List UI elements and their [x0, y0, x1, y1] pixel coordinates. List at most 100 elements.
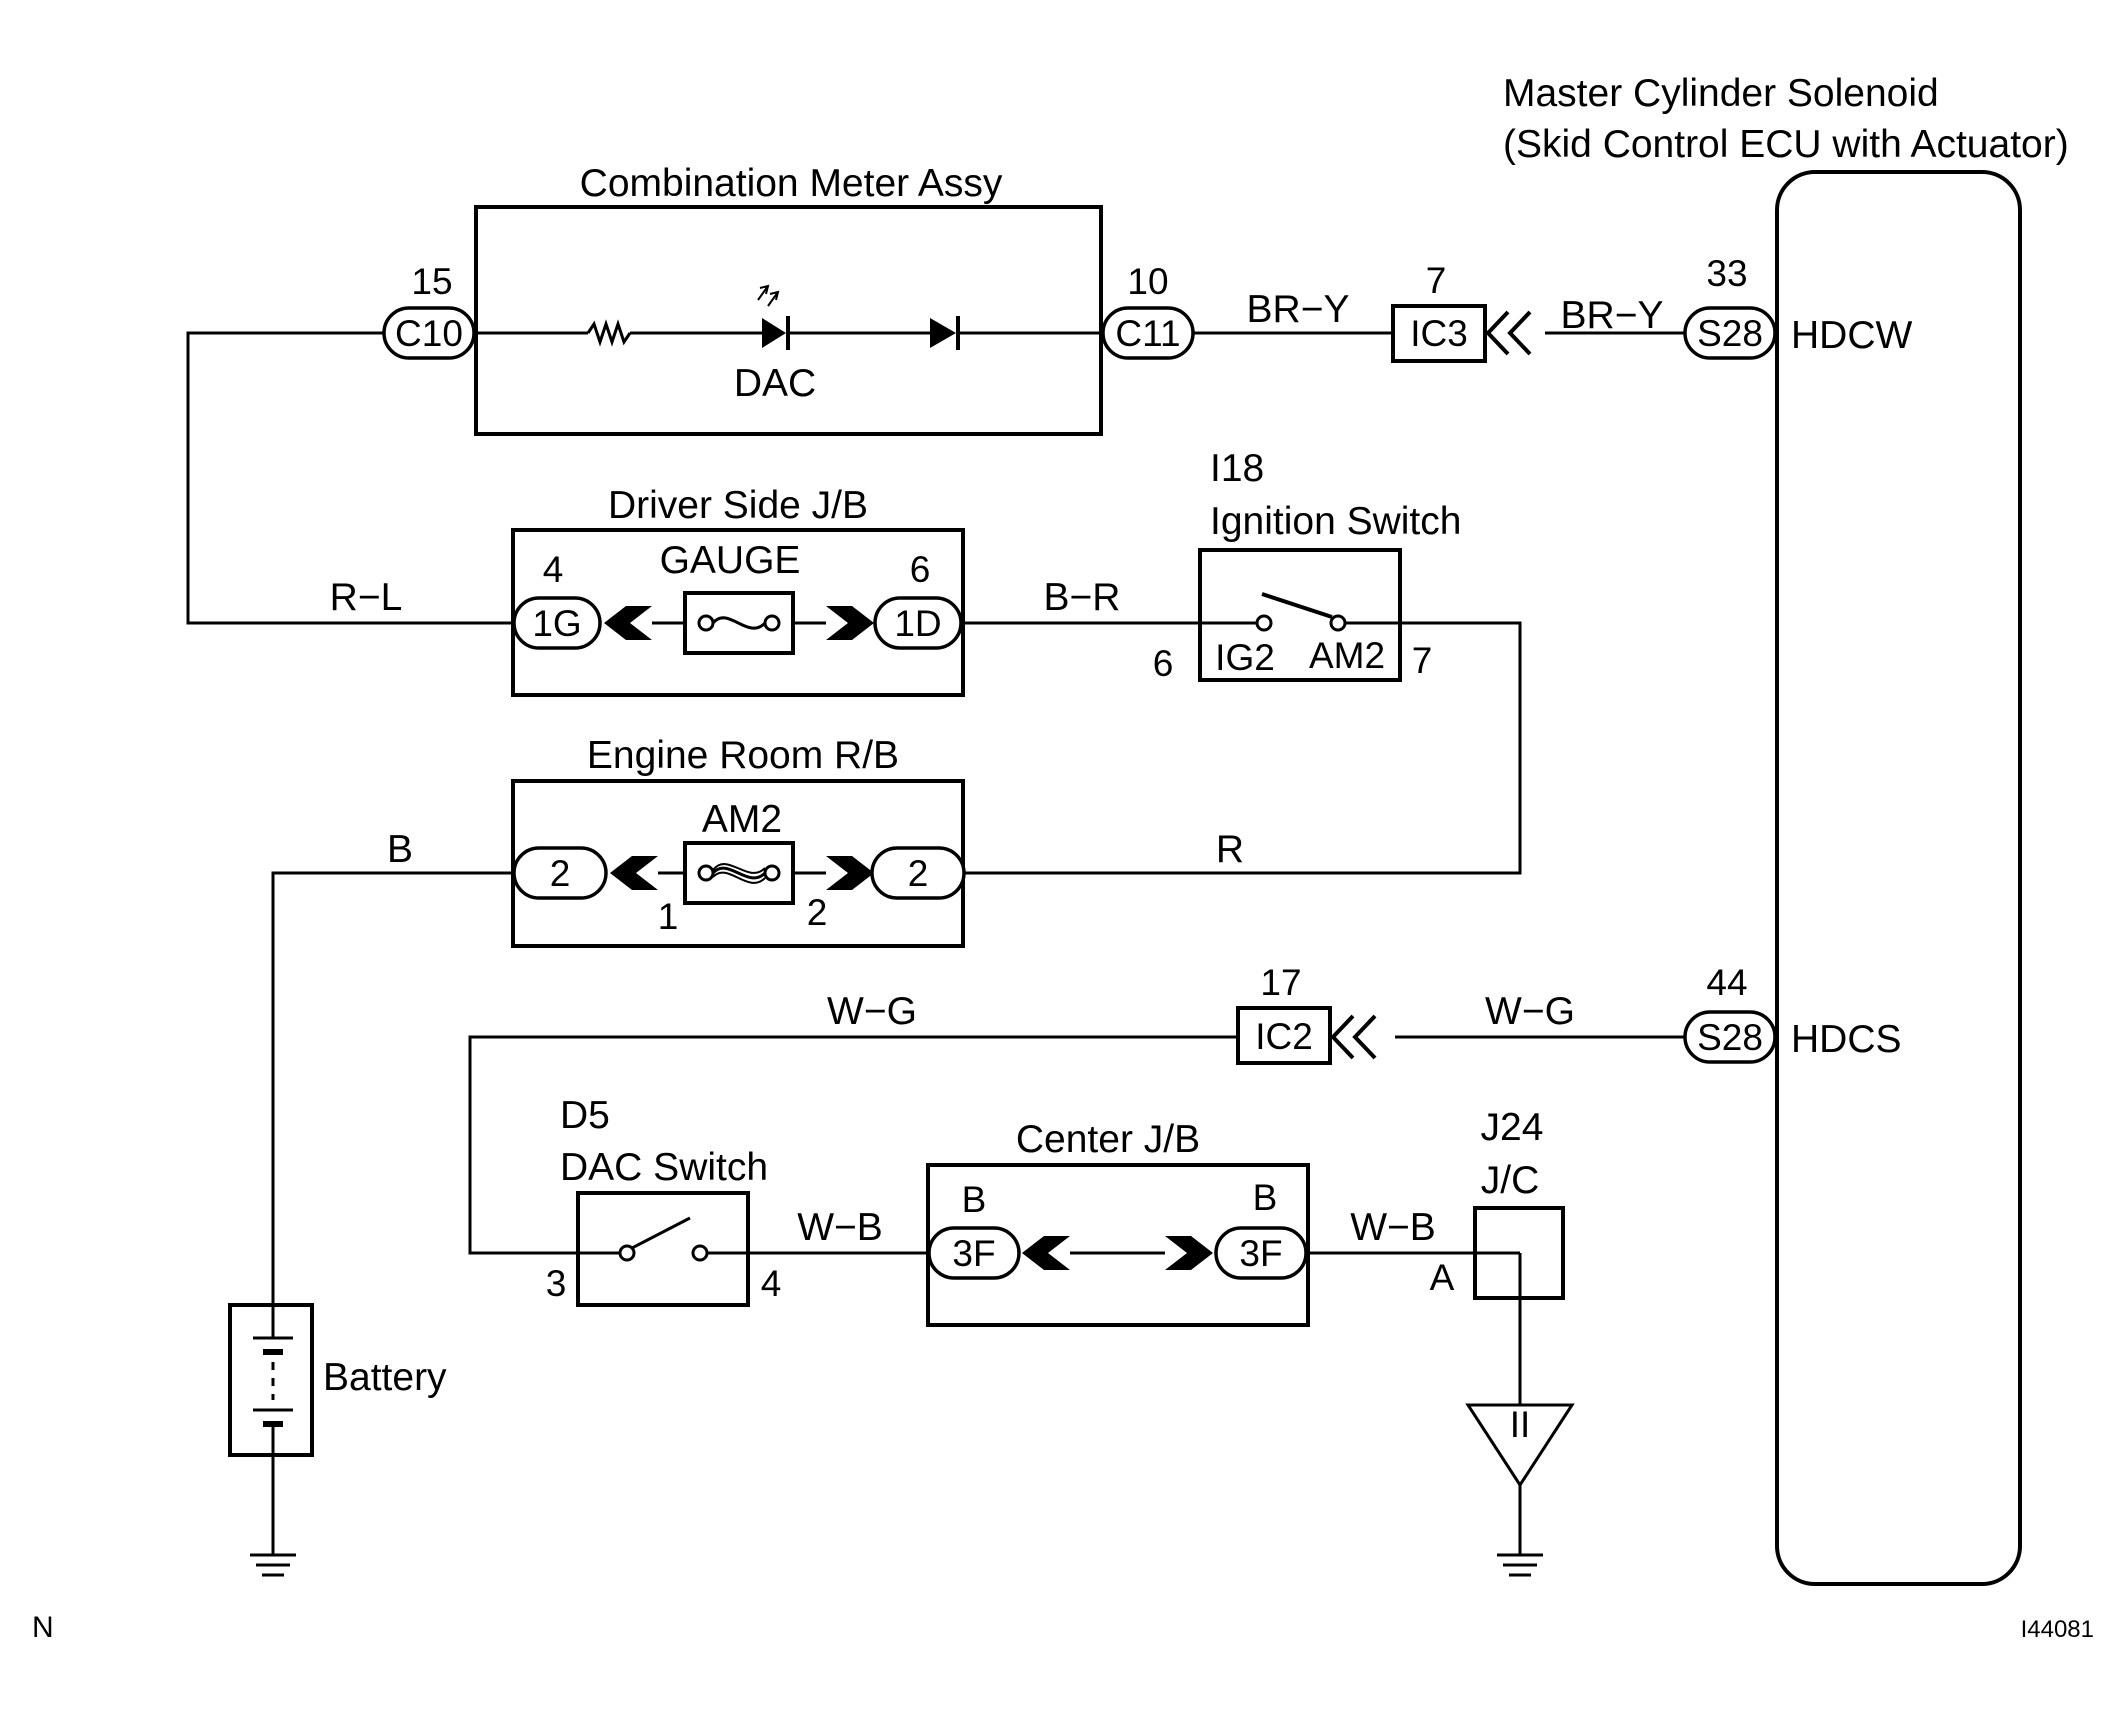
wire-w-g-switch: [468, 1035, 1240, 1255]
wire-r-l: [186, 331, 515, 625]
terminal-icon: [826, 606, 874, 640]
jc-title: J/C: [1481, 1159, 1540, 1202]
am2-fuse-label: AM2: [702, 798, 782, 841]
driver-side-jb: Driver Side J/B GAUGE 1G 4 1D 6: [511, 484, 965, 697]
footer-right: I44081: [2021, 1616, 2094, 1643]
ignition-code: I18: [1210, 447, 1264, 490]
switch-contact: [691, 1244, 709, 1262]
ground-icon: [1497, 1553, 1543, 1577]
wire-label-r-l: R−L: [330, 576, 403, 619]
fuse-link: [712, 871, 766, 884]
driver-jb-box: [511, 528, 965, 697]
ecu-pin-hdcs: HDCS: [1791, 1018, 1902, 1061]
ground-point-label: II: [1510, 1404, 1531, 1445]
terminal-icon: [604, 606, 652, 640]
dac-switch: D5 DAC Switch 3 4: [546, 1094, 782, 1307]
pin-c10: 15: [411, 261, 452, 302]
fuse-link: [711, 616, 767, 630]
engine-room-rb: Engine Room R/B AM2 2 2 1 2: [511, 734, 966, 948]
pin-s28-bottom: 44: [1706, 962, 1747, 1003]
connector-ic2-group: IC2 17: [1236, 962, 1377, 1065]
jc-code: J24: [1481, 1106, 1544, 1149]
switch-contact: [1255, 614, 1273, 632]
footer-left: N: [32, 1611, 54, 1644]
jc-pin-a: A: [1430, 1257, 1455, 1298]
junction-connector: J24 J/C A II: [1430, 1106, 1575, 1577]
meter-box: [474, 205, 1103, 436]
connector-ic2-label: IC2: [1255, 1016, 1313, 1057]
connector-c10-label: C10: [395, 313, 463, 354]
cjb-pin-left: B: [962, 1179, 987, 1220]
pin-1g: 4: [543, 549, 564, 590]
connector-s28-top: [1683, 306, 1777, 360]
switch-contact: [618, 1244, 636, 1262]
pin-ic2: 17: [1260, 962, 1301, 1003]
ecu-title-line2: (Skid Control ECU with Actuator): [1503, 123, 2069, 166]
center-jb-title: Center J/B: [1016, 1118, 1200, 1161]
terminal-icon: [1022, 1236, 1070, 1270]
wires: [186, 331, 1690, 1555]
ign-pin-ig2: IG2: [1215, 637, 1275, 678]
diode-icon: [930, 318, 956, 348]
wire-label-w-g-left: W−G: [827, 990, 917, 1033]
dac-lamp-label: DAC: [734, 362, 816, 405]
battery-box: [228, 1303, 314, 1457]
connector-3f-left: [927, 1226, 1021, 1280]
connector-3f-right: [1214, 1226, 1308, 1280]
light-rays-icon: [757, 284, 780, 307]
wire-r: [963, 621, 1522, 875]
connector-c11-label: C11: [1115, 313, 1180, 354]
am2-pin-in: 1: [658, 896, 679, 937]
driver-jb-title: Driver Side J/B: [608, 484, 868, 527]
terminal-icon: [1165, 1236, 1213, 1270]
skid-control-ecu: Master Cylinder Solenoid (Skid Control E…: [1503, 72, 2069, 1586]
wire-label-w-b-right: W−B: [1350, 1206, 1436, 1249]
connector-1g-label: 1G: [532, 603, 581, 644]
wire-label-b: B: [387, 828, 413, 871]
connector-3f-left-label: 3F: [952, 1233, 995, 1274]
fuse-link: [712, 863, 766, 874]
wire-label-w-b-left: W−B: [797, 1206, 883, 1249]
dac-switch-pin-left: 3: [546, 1263, 567, 1304]
resistor-icon: [586, 319, 632, 347]
gauge-fuse-label: GAUGE: [660, 539, 801, 582]
battery: Battery: [228, 1303, 447, 1577]
ecu-title-line1: Master Cylinder Solenoid: [1503, 72, 1939, 115]
ignition-box: [1198, 548, 1402, 682]
connector-s28-bottom: [1683, 1010, 1777, 1064]
meter-title: Combination Meter Assy: [580, 162, 1003, 205]
dac-switch-pin-right: 4: [761, 1263, 782, 1304]
connector-3f-right-label: 3F: [1239, 1233, 1282, 1274]
wire-label-r: R: [1216, 828, 1244, 871]
pin-1d: 6: [910, 549, 931, 590]
battery-label: Battery: [323, 1356, 447, 1399]
ground-icon: [250, 1553, 296, 1577]
connector-1g: [512, 596, 602, 650]
jc-box: [1473, 1206, 1565, 1300]
ignition-title: Ignition Switch: [1210, 500, 1461, 543]
connector-ic3: [1391, 304, 1487, 363]
connector-s28-top-label: S28: [1697, 313, 1763, 354]
fuse-terminal: [763, 614, 781, 632]
pin-s28-top: 33: [1706, 253, 1747, 294]
connector-rb-right-label: 2: [908, 853, 929, 894]
connector-c11: [1101, 306, 1195, 360]
engine-rb-title: Engine Room R/B: [587, 734, 899, 777]
connector-ic3-label: IC3: [1410, 313, 1468, 354]
chevron-icon: [1507, 310, 1532, 356]
ground-point-icon: [1465, 1403, 1575, 1488]
am2-pin-out: 2: [807, 892, 828, 933]
ignition-switch: I18 Ignition Switch IG2 AM2 6 7: [1153, 447, 1462, 684]
ign-pin-right: 7: [1412, 640, 1433, 681]
dac-switch-title: DAC Switch: [560, 1146, 768, 1189]
ecu-pin-hdcw: HDCW: [1791, 314, 1912, 357]
connector-rb-right: [870, 846, 966, 900]
center-jb-box: [926, 1163, 1310, 1327]
cjb-pin-right: B: [1253, 1177, 1278, 1218]
ecu-box: [1775, 170, 2022, 1586]
fuse-terminal: [697, 864, 715, 882]
ign-pin-am2: AM2: [1309, 635, 1385, 676]
chevron-icon: [1330, 1014, 1355, 1060]
connector-rb-left: [512, 846, 608, 900]
connector-ic2: [1236, 1006, 1332, 1065]
